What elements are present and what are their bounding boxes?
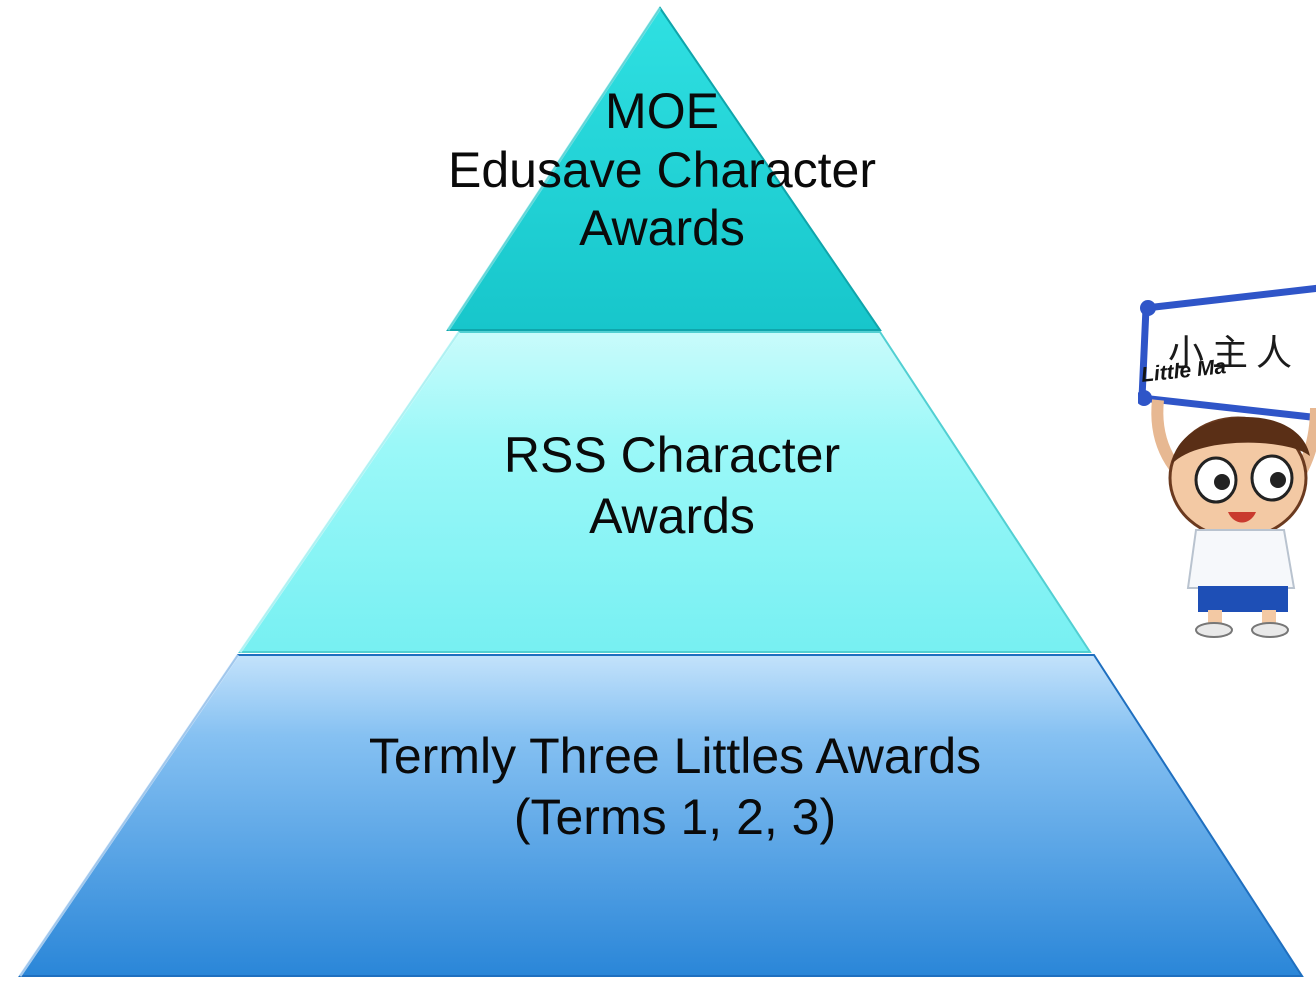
tier-top-label: MOE Edusave Character Awards xyxy=(322,82,1002,258)
tier-bottom-label: Termly Three Littles Awards (Terms 1, 2,… xyxy=(170,726,1180,848)
tier-top-line-3: Awards xyxy=(579,200,745,256)
little-master-mascot: 小主人 Little Ma xyxy=(1138,268,1316,638)
tier-top-line-1: MOE xyxy=(605,83,719,139)
tier-middle-line-1: RSS Character xyxy=(503,427,841,483)
tier-middle-label: RSS Character Awards xyxy=(422,425,922,547)
mascot-illustration xyxy=(1138,284,1316,638)
tier-bottom-line-1: Termly Three Littles Awards xyxy=(368,728,982,784)
tier-bottom-line-2: (Terms 1, 2, 3) xyxy=(513,789,837,845)
tier-top-line-2: Edusave Character xyxy=(447,141,876,198)
mascot-sign-chinese-text: 小主人 xyxy=(1168,333,1301,374)
tier-middle-line-2: Awards xyxy=(589,488,755,544)
